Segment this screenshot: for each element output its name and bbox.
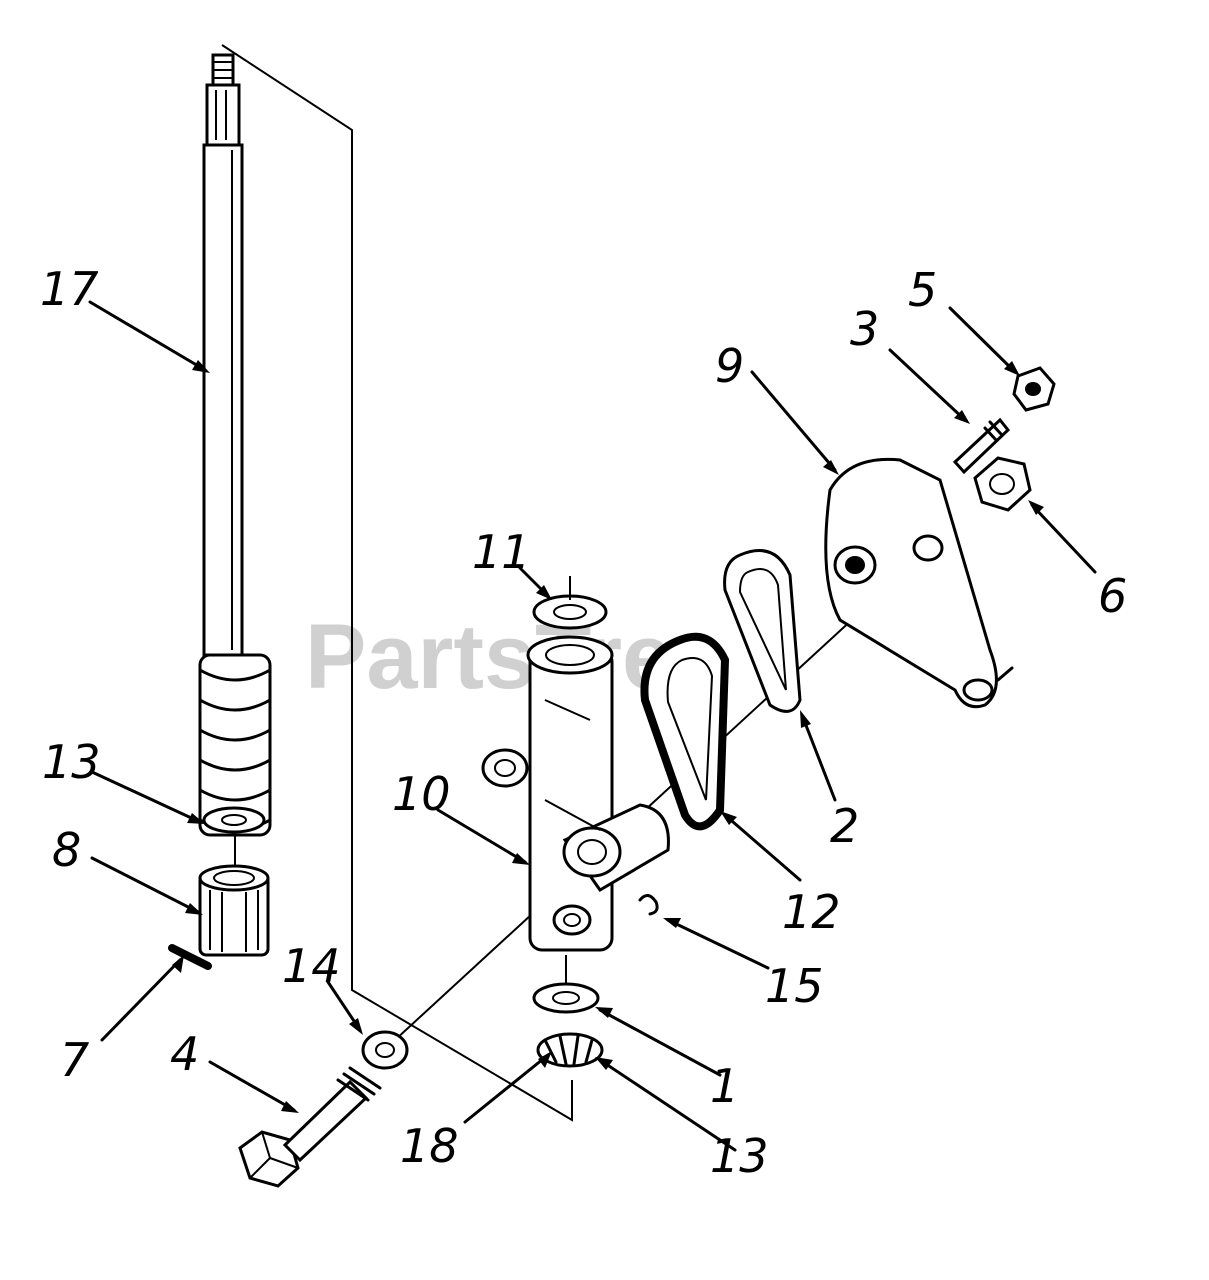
- reference-line-diagonal: [394, 547, 931, 1041]
- callout-9: 9: [715, 339, 744, 393]
- callout-6: 6: [1098, 569, 1127, 623]
- callout-13-upper: 13: [42, 735, 101, 789]
- bearing-top[interactable]: [532, 594, 608, 630]
- washer-upper[interactable]: [202, 806, 266, 834]
- stud[interactable]: [952, 417, 1011, 475]
- callout-11: 11: [472, 525, 531, 579]
- cover-plate[interactable]: [723, 549, 802, 713]
- callout-13-lower: 13: [710, 1129, 769, 1183]
- callout-17: 17: [40, 262, 99, 316]
- adjuster-nut[interactable]: [198, 864, 270, 957]
- callout-12: 12: [782, 885, 841, 939]
- callout-1: 1: [710, 1059, 739, 1113]
- steering-housing[interactable]: [481, 635, 670, 952]
- callout-15: 15: [765, 959, 824, 1013]
- hex-bolt[interactable]: [238, 1066, 382, 1188]
- steering-shaft[interactable]: [198, 53, 272, 900]
- pitman-bracket[interactable]: [824, 457, 1014, 709]
- reference-line: [221, 44, 573, 1122]
- washer-bottom[interactable]: [532, 982, 600, 1014]
- nut-6[interactable]: [973, 456, 1032, 512]
- lock-washer[interactable]: [536, 1032, 604, 1068]
- grease-fitting[interactable]: [638, 894, 659, 916]
- callout-5: 5: [908, 263, 937, 317]
- callout-2: 2: [830, 799, 859, 853]
- callout-4: 4: [170, 1027, 199, 1081]
- leader-arrows: [88, 300, 1097, 1152]
- callout-8: 8: [52, 823, 81, 877]
- gasket[interactable]: [640, 632, 730, 831]
- callout-7: 7: [60, 1033, 89, 1087]
- callout-14: 14: [282, 939, 341, 993]
- callout-10: 10: [392, 767, 451, 821]
- washer-14[interactable]: [361, 1030, 409, 1070]
- roll-pin[interactable]: [168, 944, 212, 970]
- callout-3: 3: [850, 302, 879, 356]
- callout-18: 18: [400, 1119, 459, 1173]
